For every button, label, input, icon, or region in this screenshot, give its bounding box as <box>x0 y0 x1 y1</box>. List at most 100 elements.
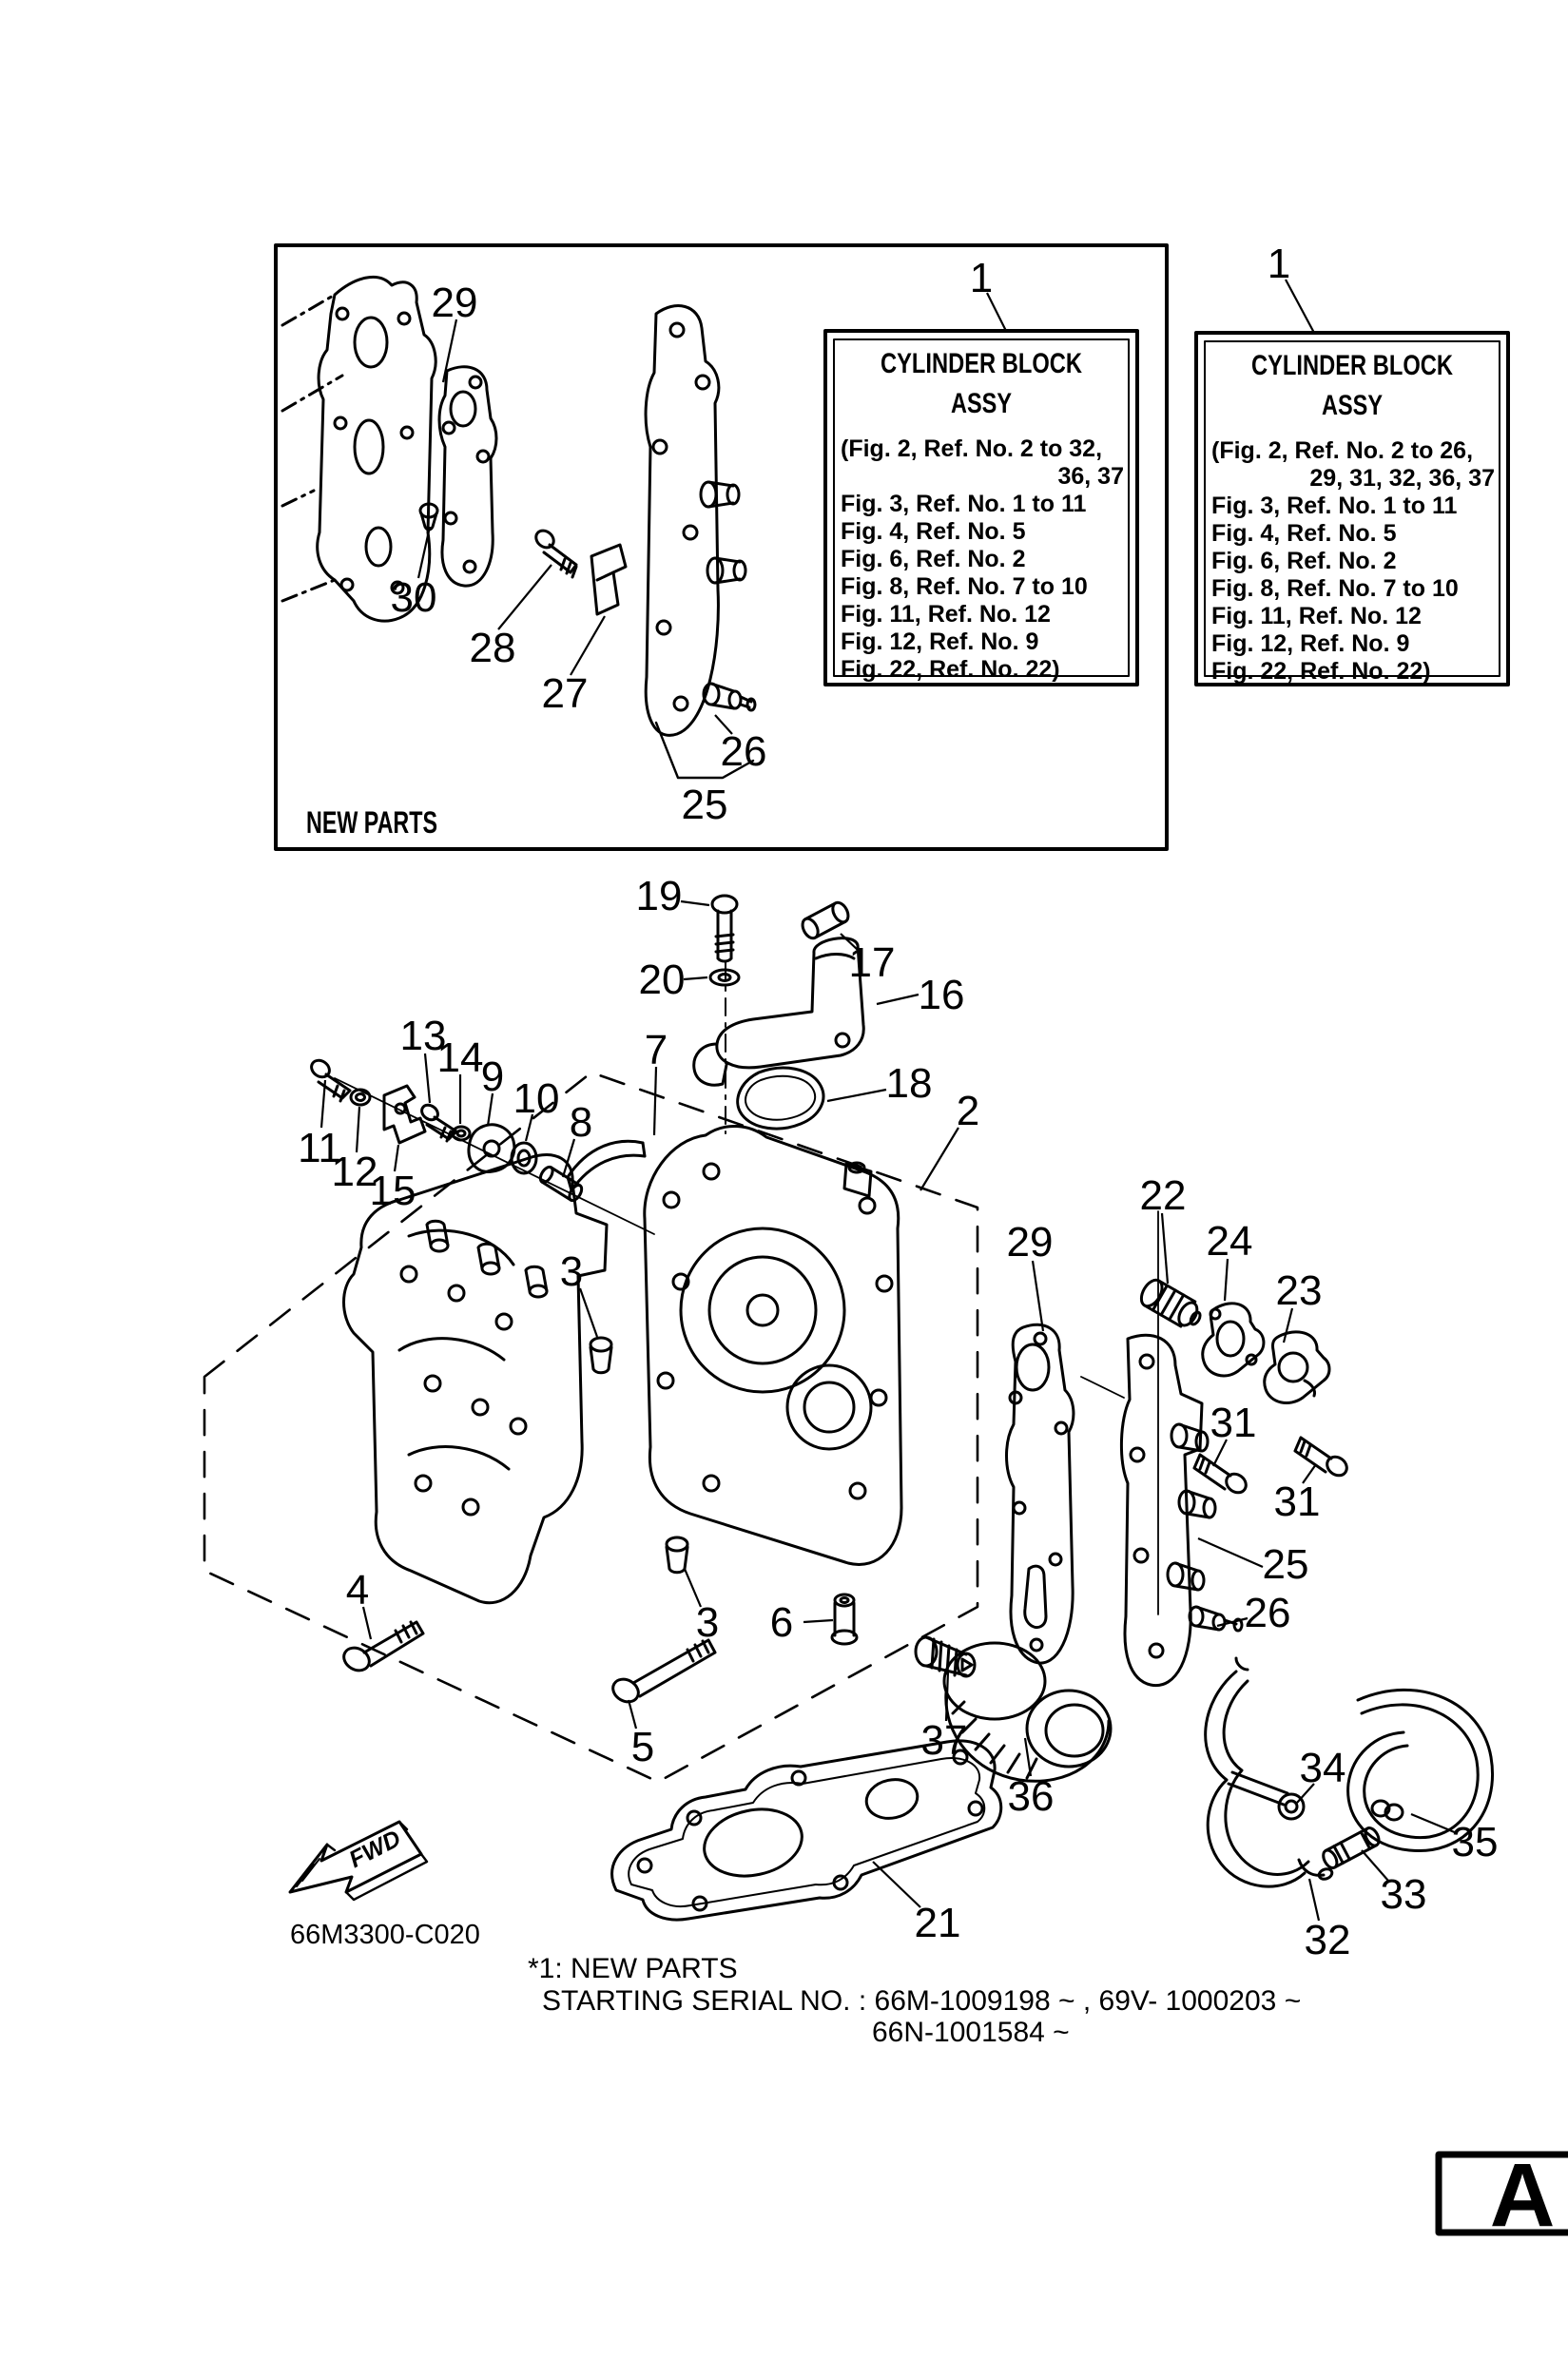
part-callout-31: 31 <box>1210 1400 1257 1446</box>
callout-leader-line <box>840 933 860 952</box>
part-callout-33: 33 <box>1381 1871 1427 1918</box>
pipe-6 <box>830 1593 859 1646</box>
part-callout-9: 9 <box>481 1053 504 1100</box>
callout-leader-line <box>423 1053 432 1104</box>
part-callout-25: 25 <box>1263 1541 1309 1588</box>
part-callout-29: 29 <box>432 280 478 326</box>
part-callout-5: 5 <box>631 1724 654 1770</box>
part-callout-21: 21 <box>915 1900 961 1946</box>
callout-leader-line <box>683 1568 703 1608</box>
serial-number-line1: STARTING SERIAL NO. : 66M-1009198 ~ , 69… <box>542 1985 1301 2017</box>
bolt-4 <box>342 1620 425 1672</box>
callout-leader-line <box>319 1079 327 1129</box>
bracket-15 <box>382 1084 427 1145</box>
part-callout-13: 13 <box>400 1013 447 1059</box>
pipe-17 <box>801 900 850 940</box>
exploded-view <box>203 894 1494 1922</box>
part-callout-34: 34 <box>1300 1745 1346 1791</box>
part-callout-27: 27 <box>542 670 589 717</box>
callout-leader-line <box>920 1127 959 1191</box>
part-callout-32: 32 <box>1305 1917 1351 1963</box>
part-callout-8: 8 <box>570 1099 592 1146</box>
part-callout-20: 20 <box>639 957 686 1003</box>
exhaust-cover-25-new <box>644 304 757 780</box>
assy-box-line: Fig. 11, Ref. No. 12 <box>1211 603 1422 629</box>
axis-line <box>1080 1376 1125 1399</box>
assembly-dashed-outline <box>203 1071 979 1784</box>
plug-26-new <box>702 682 757 712</box>
callout-leader-line <box>1223 1258 1229 1302</box>
callout-leader-line <box>652 1066 658 1136</box>
anode-22 <box>1139 1278 1202 1328</box>
bolt-31a <box>1192 1453 1248 1495</box>
assy-box-line: Fig. 3, Ref. No. 1 to 11 <box>1211 493 1457 519</box>
thermostat-cover-16 <box>692 937 865 1087</box>
part-callout-26: 26 <box>1245 1590 1291 1636</box>
callout-leader-line <box>627 1699 638 1730</box>
callout-leader-line <box>416 526 432 579</box>
part-callout-10: 10 <box>513 1075 560 1122</box>
callout-leader-line <box>524 1113 534 1142</box>
assy-box-line: Fig. 8, Ref. No. 7 to 10 <box>841 573 1088 600</box>
part-callout-17: 17 <box>849 939 896 986</box>
part-callout-3: 3 <box>560 1248 583 1295</box>
new-parts-label: NEW PARTS <box>306 805 437 840</box>
callout-leader-line <box>570 615 606 676</box>
exhaust-gasket-29 <box>1005 1323 1075 1665</box>
assy-box-line: Fig. 6, Ref. No. 2 <box>1211 548 1396 574</box>
assy-box-line: Fig. 22, Ref. No. 22) <box>1211 658 1431 685</box>
exhaust-cover-25 <box>1120 1333 1244 1688</box>
callout-leader-line <box>1302 1463 1317 1484</box>
part-callout-37: 37 <box>921 1717 968 1764</box>
part-callout-6: 6 <box>770 1599 793 1646</box>
callout-leader-line <box>1197 1537 1264 1569</box>
part-callout-15: 15 <box>370 1168 416 1214</box>
part-callout-18: 18 <box>886 1060 933 1107</box>
gasket-18 <box>736 1066 825 1131</box>
breather-hoses <box>1204 1656 1494 1888</box>
figure-code: 66M3300-C020 <box>290 1920 480 1950</box>
callout-leader-line <box>561 1138 576 1178</box>
assy-box-left-border <box>823 329 1139 686</box>
plate-27-new <box>590 543 628 616</box>
part-callout-2: 2 <box>957 1088 979 1134</box>
callout-leader-line <box>393 1144 400 1172</box>
assy-box-line: Fig. 12, Ref. No. 9 <box>1211 630 1409 657</box>
bolt-28-new <box>534 529 578 579</box>
assy-box-line: (Fig. 2, Ref. No. 2 to 26, <box>1211 437 1473 464</box>
callout-leader-line <box>486 1092 494 1127</box>
callout-leader-line <box>826 1088 887 1103</box>
assy-box-right-border <box>1194 331 1510 686</box>
callout-leader-line <box>355 1106 361 1153</box>
callout-leader-line <box>986 292 1007 332</box>
bolt-13 <box>420 1103 458 1143</box>
part-callout-36: 36 <box>1008 1773 1055 1820</box>
pin-8 <box>538 1165 584 1203</box>
crankcase-half <box>342 1152 609 1605</box>
part-callout-19: 19 <box>636 873 683 919</box>
assy-box-line: Fig. 4, Ref. No. 5 <box>1211 520 1397 547</box>
assy-box-line: 36, 37 <box>1057 463 1124 490</box>
callout-leader-line <box>1160 1212 1170 1285</box>
crankcase-gasket-21 <box>610 1739 1003 1922</box>
part-callout-11: 11 <box>298 1125 341 1171</box>
callout-leader-line <box>680 899 710 907</box>
washer-12 <box>349 1088 372 1107</box>
assy-box-line: Fig. 6, Ref. No. 2 <box>841 546 1025 572</box>
joint-33 <box>1322 1826 1381 1870</box>
callout-leader-line <box>1023 1737 1033 1777</box>
serial-number-line2: 66N-1001584 ~ <box>872 2017 1070 2048</box>
plug-26 <box>1188 1605 1244 1633</box>
part-callout-31: 31 <box>1274 1479 1321 1525</box>
part-callout-28: 28 <box>470 625 516 671</box>
gasket-24 <box>1201 1302 1266 1378</box>
callout-leader-line <box>1212 1439 1228 1467</box>
assy-box-line: 29, 31, 32, 36, 37 <box>1309 465 1495 492</box>
part-callout-23: 23 <box>1276 1267 1323 1314</box>
callout-leader-line <box>361 1606 373 1640</box>
part-callout-7: 7 <box>645 1027 668 1073</box>
callout-leader-line <box>1285 279 1315 334</box>
callout-leader-line <box>578 1287 599 1338</box>
